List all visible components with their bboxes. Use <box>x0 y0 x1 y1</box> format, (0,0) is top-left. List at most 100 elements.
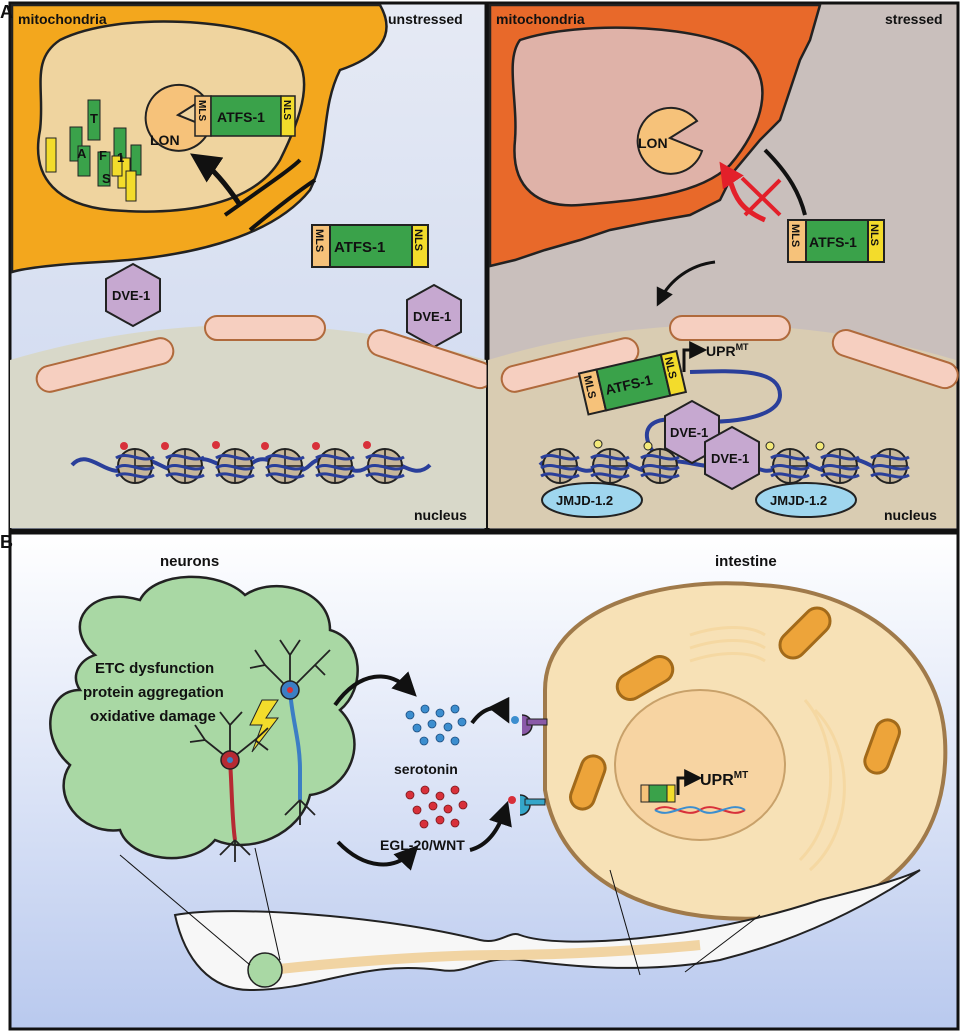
stressed-label: stressed <box>885 11 943 27</box>
stress-line-etc: ETC dysfunction <box>95 660 214 677</box>
nucleosome <box>869 447 911 485</box>
neuron-blue <box>249 639 331 825</box>
nucleosome <box>539 447 581 485</box>
zoom-lines <box>119 847 761 976</box>
mls-label-stressed: MLS <box>789 224 801 247</box>
secretion-arrow-bottom <box>336 840 419 871</box>
neuron-red <box>189 711 269 862</box>
import-pore-stressed <box>763 148 807 216</box>
nucleosome <box>819 447 861 485</box>
jmjd-label-left: JMJD-1.2 <box>556 493 613 508</box>
nls-segment-inner <box>280 95 296 137</box>
atfs1-label: ATFS-1 <box>334 239 385 256</box>
er-membranes <box>689 626 846 872</box>
nucleosome <box>639 447 681 485</box>
wnt-to-receptor-arrow <box>469 800 512 852</box>
neuron-stress-cloud <box>49 575 359 860</box>
nls-label-inner: NLS <box>281 100 292 120</box>
intestine-label: intestine <box>715 553 777 570</box>
panel-a-right: LON MLS ATFS-1 NLS MLS ATFS-1 NLS <box>486 1 960 532</box>
import-pore-right <box>248 178 317 232</box>
atfs1-cytosolic: MLS ATFS-1 NLS <box>311 224 429 268</box>
degraded-fragments: A T F S 1 <box>45 99 142 202</box>
serotonin-molecules <box>405 704 467 746</box>
stress-line-aggregation: protein aggregation <box>83 684 224 701</box>
lon-label-stressed: LON <box>638 135 668 151</box>
nls-label-stressed: NLS <box>868 224 880 246</box>
serotonin-label: serotonin <box>394 761 458 777</box>
nucleosome <box>314 447 356 485</box>
nls-label: NLS <box>412 229 424 251</box>
wnt-label: EGL-20/WNT <box>380 837 465 853</box>
dve1-label-b: DVE-1 <box>711 451 749 466</box>
atfs1-label-stressed: ATFS-1 <box>809 234 857 250</box>
worm-nerve-ring <box>247 952 283 988</box>
nucleosome <box>769 447 811 485</box>
lon-protease <box>144 83 212 152</box>
nucleus-label-left: nucleus <box>414 507 467 523</box>
import-arrow <box>190 153 243 207</box>
nucleosome <box>164 447 206 485</box>
nuclear-import-arrow <box>656 260 716 307</box>
secretion-arrow-top <box>333 671 417 707</box>
jmjd-label-right: JMJD-1.2 <box>770 493 827 508</box>
serotonin-to-receptor-arrow <box>470 696 510 725</box>
block-x-icon <box>740 176 782 217</box>
fragment-letter-f: F <box>99 148 107 163</box>
mls-label-inner: MLS <box>196 100 207 121</box>
jmjd-ellipse-left <box>541 482 643 518</box>
nucleosome <box>264 447 306 485</box>
uprmt-gene <box>640 769 746 814</box>
panel-letter-a: A <box>0 2 13 22</box>
er-segment-1 <box>35 337 175 393</box>
panel-a-left: LON MLS ATFS-1 NLS A T F S 1 M <box>8 1 494 532</box>
intestine-mitochondria <box>569 606 901 811</box>
mito-matrix-stressed <box>511 26 764 207</box>
histone-marks-stressed <box>593 439 825 451</box>
lon-protease-stressed <box>636 106 704 175</box>
upr-label-a: UPRMT <box>706 342 749 359</box>
jmjd-ellipse-right <box>755 482 857 518</box>
intestine-nucleus <box>614 689 786 841</box>
atfs1-inner <box>210 95 282 137</box>
wnt-molecules <box>405 785 468 829</box>
er-segment-5 <box>669 315 791 341</box>
dve1-label-a: DVE-1 <box>670 425 708 440</box>
fragment-letter-1: 1 <box>117 150 124 165</box>
stress-line-oxidative: oxidative damage <box>90 708 216 725</box>
mito-label-right: mitochondria <box>496 11 585 27</box>
nucleus-label-right: nucleus <box>884 507 937 523</box>
upr-label-b: UPRMT <box>700 770 748 789</box>
neurons-label: neurons <box>160 553 219 570</box>
blocked-import-arrow <box>719 161 767 223</box>
dna-loop <box>644 369 783 462</box>
atfs1-label-inner: ATFS-1 <box>217 109 265 125</box>
panel-letter-b: B <box>0 532 13 552</box>
unstressed-label: unstressed <box>388 11 463 27</box>
mls-label: MLS <box>313 229 325 252</box>
lon-label: LON <box>150 132 180 148</box>
fragment-letter-s: S <box>102 171 111 186</box>
nucleosome <box>214 447 256 485</box>
wnt-receptor <box>508 794 546 816</box>
nucleosome <box>364 447 406 485</box>
fragment-letter-a: A <box>77 146 87 161</box>
nucleosome <box>589 447 631 485</box>
er-segment-4 <box>500 337 640 393</box>
mls-label-nuclear: MLS <box>581 375 598 400</box>
panel-b: neurons intestine ETC dysfunction protei… <box>8 531 960 1031</box>
nucleosome <box>114 447 156 485</box>
atfs1-nuclear: MLS ATFS-1 NLS <box>577 349 688 416</box>
serotonin-receptor <box>511 714 548 736</box>
transcription-arrow <box>682 341 708 372</box>
er-segment-2 <box>204 315 326 341</box>
er-segment-6 <box>831 328 959 390</box>
fragment-letter-t: T <box>90 111 98 126</box>
atfs1-cytosolic-stressed: MLS ATFS-1 NLS <box>787 219 885 263</box>
worm-intestine <box>269 940 701 975</box>
mito-label-left: mitochondria <box>18 11 107 27</box>
dve1-label-left: DVE-1 <box>112 288 150 303</box>
nls-label-nuclear: NLS <box>662 356 679 380</box>
dve1-label-right: DVE-1 <box>413 309 451 324</box>
